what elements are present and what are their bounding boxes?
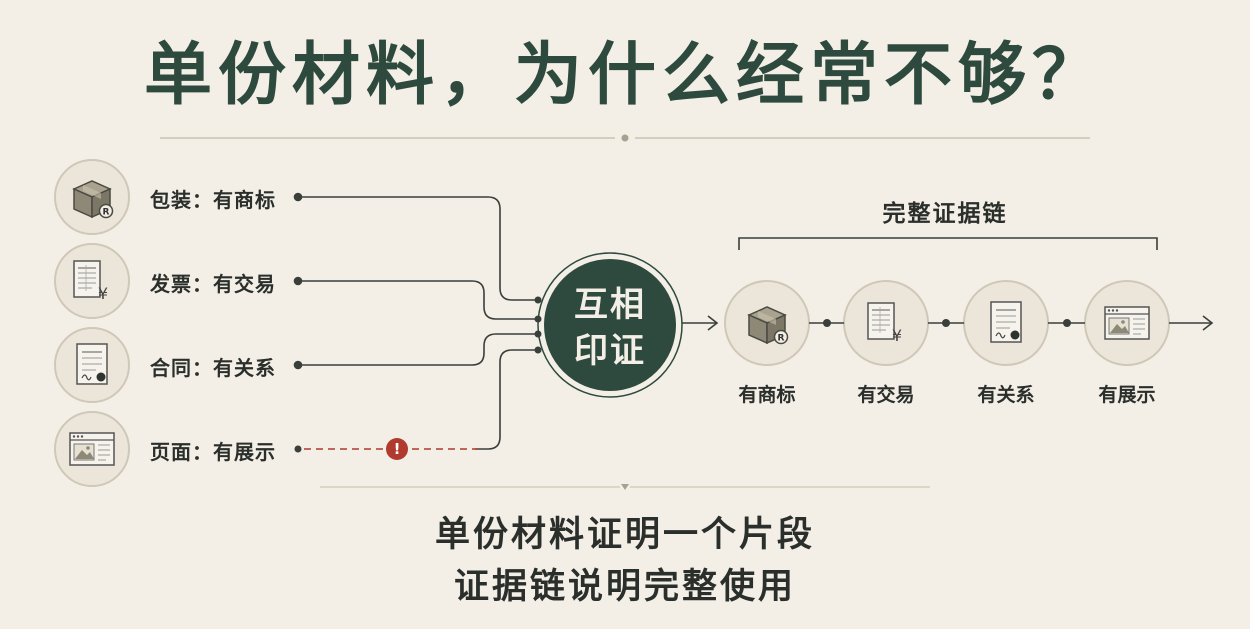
chain-node-trademark bbox=[724, 280, 810, 366]
chain-node-relationship bbox=[963, 280, 1049, 366]
chain-label-relationship: 有关系 bbox=[977, 384, 1035, 406]
chain-node-display bbox=[1084, 280, 1170, 366]
chain-node-transaction bbox=[843, 280, 929, 366]
warning-icon: ! bbox=[386, 438, 408, 460]
hub-label-line1: 互相 bbox=[574, 285, 646, 325]
hub-label-line2: 印证 bbox=[574, 331, 646, 371]
source-icon-contract bbox=[54, 327, 130, 403]
conclusion-line-1: 单份材料证明一个片段 bbox=[434, 514, 815, 555]
source-label-webpage: 页面：有展示 bbox=[150, 440, 276, 464]
connector-lines bbox=[293, 192, 538, 450]
hub-circle bbox=[544, 259, 676, 391]
title-divider bbox=[160, 134, 1090, 142]
chain-title: 完整证据链 bbox=[882, 200, 1008, 227]
chain-label-display: 有展示 bbox=[1098, 384, 1156, 406]
source-icon-webpage bbox=[54, 411, 130, 487]
conclusion-line-2: 证据链说明完整使用 bbox=[453, 566, 796, 607]
source-label-invoice: 发票：有交易 bbox=[150, 272, 276, 296]
source-label-contract: 合同：有关系 bbox=[150, 356, 276, 380]
source-icon-packaging bbox=[54, 159, 130, 235]
source-label-packaging: 包装：有商标 bbox=[150, 188, 276, 212]
chain-label-trademark: 有商标 bbox=[738, 384, 796, 406]
hub-label: 互相 印证 bbox=[545, 282, 675, 374]
chain-label-transaction: 有交易 bbox=[857, 384, 915, 406]
chain-bracket bbox=[738, 237, 1158, 250]
source-icon-invoice bbox=[54, 243, 130, 319]
page-title: 单份材料，为什么经常不够？ bbox=[143, 35, 1106, 115]
